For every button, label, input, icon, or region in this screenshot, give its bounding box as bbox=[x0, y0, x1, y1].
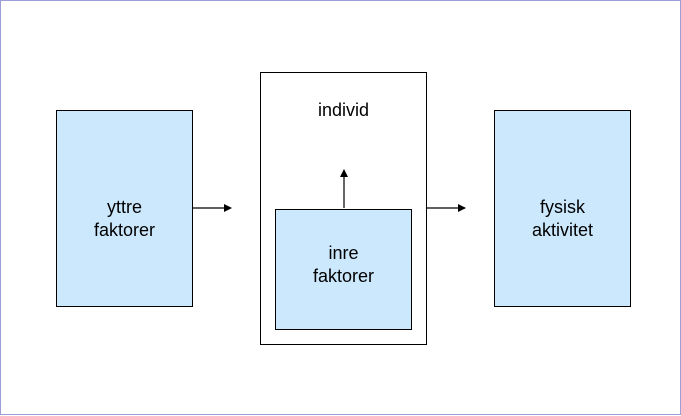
external-factors-label: yttre faktorer bbox=[57, 196, 192, 242]
internal-factors-line2: faktorer bbox=[312, 266, 375, 286]
external-factors-box: yttre faktorer bbox=[56, 110, 193, 307]
external-factors-line2: faktorer bbox=[93, 220, 156, 240]
physical-activity-label: fysisk aktivitet bbox=[495, 196, 630, 242]
physical-activity-line2: aktivitet bbox=[531, 220, 594, 240]
physical-activity-line1: fysisk bbox=[540, 197, 585, 217]
individual-title-text: individ bbox=[317, 100, 370, 120]
individual-container: individ inre faktorer bbox=[260, 72, 427, 345]
internal-factors-box: inre faktorer bbox=[275, 209, 412, 330]
external-factors-line1: yttre bbox=[106, 197, 142, 217]
physical-activity-box: fysisk aktivitet bbox=[494, 110, 631, 307]
internal-factors-line1: inre bbox=[328, 243, 359, 263]
individual-title: individ bbox=[261, 99, 426, 122]
internal-factors-label: inre faktorer bbox=[276, 242, 411, 288]
